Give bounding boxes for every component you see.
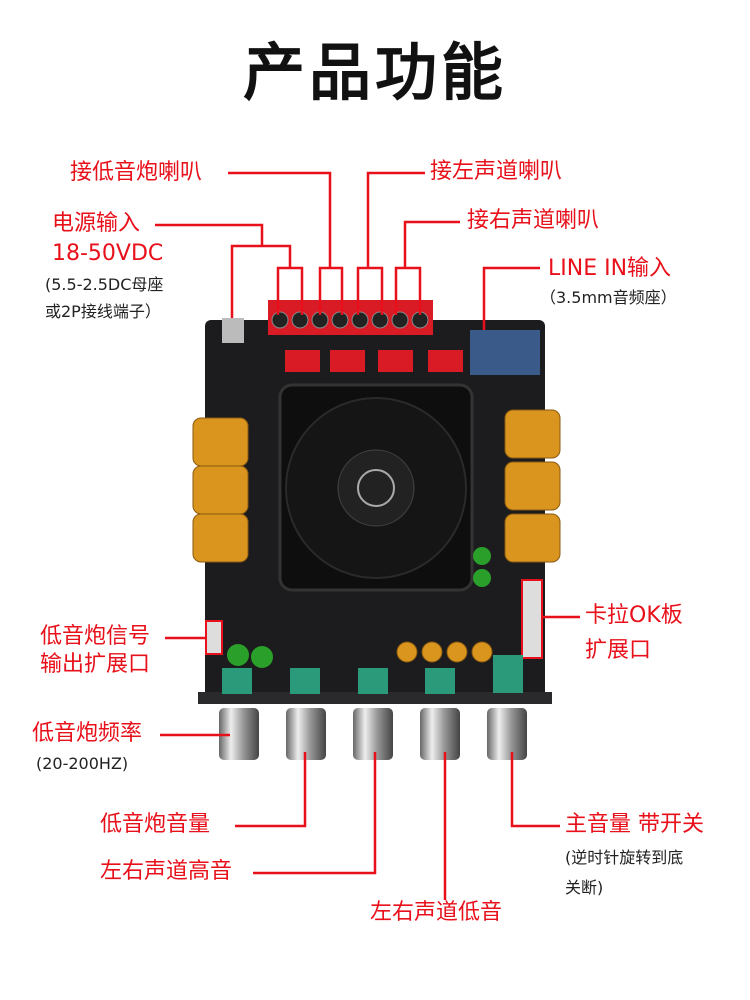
label-bass: 左右声道低音 [370, 900, 503, 925]
label-line-in: LINE IN输入 [548, 256, 672, 281]
amplifier-board [192, 300, 561, 704]
label-right-speaker: 接右声道喇叭 [467, 208, 600, 233]
label-sub-signal-2: 输出扩展口 [40, 652, 151, 677]
sub-frequency-range: (20-200HZ) [36, 754, 129, 773]
page-title: 产品功能 [242, 36, 507, 109]
master-note-1: (逆时针旋转到底 [565, 848, 684, 867]
label-master-volume: 主音量 带开关 [565, 812, 704, 837]
power-note-1: (5.5-2.5DC母座 [45, 275, 164, 294]
label-subwoofer-speaker: 接低音炮喇叭 [70, 160, 203, 185]
power-note-2: 或2P接线端子） [45, 302, 161, 321]
label-sub-frequency: 低音炮频率 [32, 721, 143, 746]
knobs [219, 708, 527, 760]
label-power-input: 电源输入 [52, 211, 141, 236]
label-treble: 左右声道高音 [100, 859, 233, 884]
label-karaoke-2: 扩展口 [585, 638, 652, 663]
label-karaoke-1: 卡拉OK板 [585, 603, 683, 628]
label-sub-volume: 低音炮音量 [100, 812, 211, 837]
label-sub-signal-1: 低音炮信号 [40, 624, 151, 649]
line-in-note: （3.5mm音频座） [540, 288, 677, 307]
label-left-speaker: 接左声道喇叭 [430, 159, 563, 184]
callout-lines [155, 171, 580, 900]
label-power-voltage: 18-50VDC [52, 241, 164, 266]
master-note-2: 关断) [565, 878, 604, 897]
